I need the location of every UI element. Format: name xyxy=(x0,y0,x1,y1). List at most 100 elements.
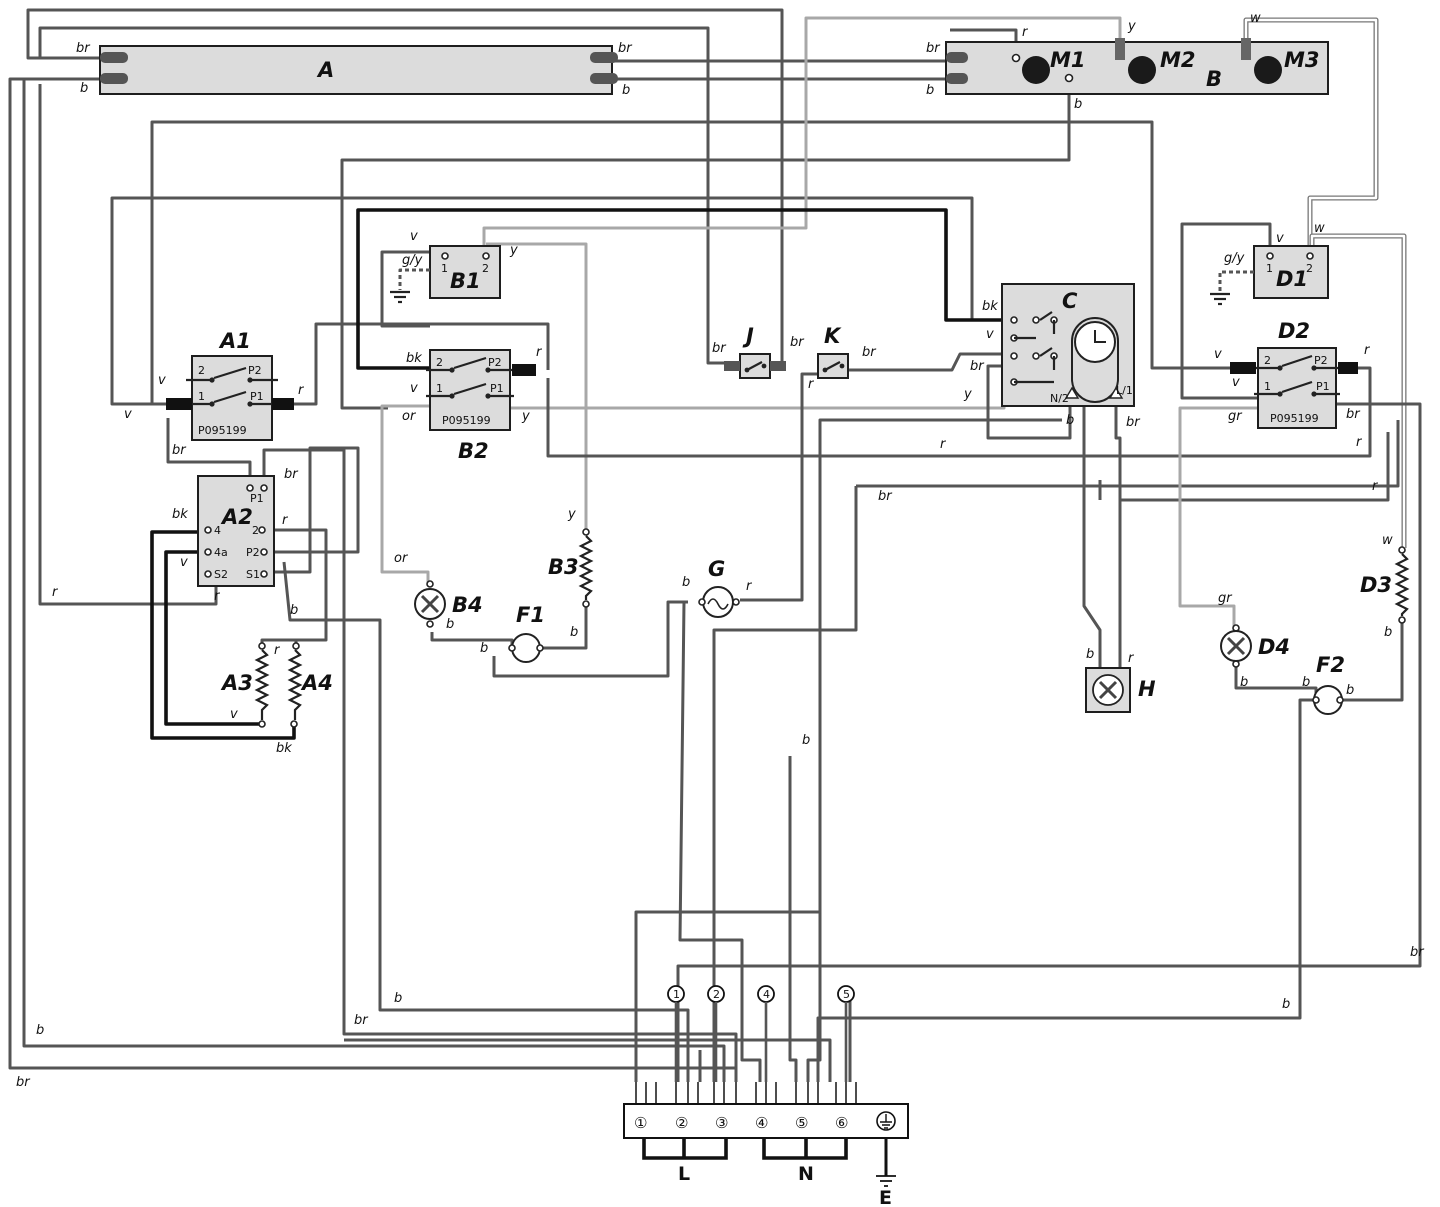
svg-text:S1: S1 xyxy=(246,568,260,581)
label-d4: D4 xyxy=(1258,635,1290,659)
switch-k: K xyxy=(817,324,849,379)
svg-text:2: 2 xyxy=(1264,354,1271,367)
svg-text:P1: P1 xyxy=(250,492,264,505)
svg-text:br: br xyxy=(354,1013,369,1028)
svg-text:1: 1 xyxy=(1264,380,1271,393)
svg-text:b: b xyxy=(1240,675,1248,690)
svg-text:r: r xyxy=(214,589,221,604)
svg-text:④: ④ xyxy=(755,1114,768,1132)
label-d3: D3 xyxy=(1360,573,1392,597)
svg-text:bk: bk xyxy=(406,351,422,366)
label-a4: A4 xyxy=(300,671,333,695)
svg-text:2: 2 xyxy=(252,524,259,537)
label-b1: B1 xyxy=(450,269,481,293)
svg-text:P1: P1 xyxy=(250,390,264,403)
element-a: A xyxy=(99,45,618,95)
switch-d1: 1 2 D1 xyxy=(1210,245,1329,306)
svg-text:r: r xyxy=(282,513,289,528)
svg-text:r: r xyxy=(1128,651,1135,666)
svg-text:br: br xyxy=(76,41,91,56)
svg-text:S2: S2 xyxy=(214,568,228,581)
svg-text:g/y: g/y xyxy=(1224,251,1245,266)
label-j: J xyxy=(742,324,754,348)
svg-text:b: b xyxy=(36,1023,44,1038)
svg-text:v: v xyxy=(986,327,994,342)
lamp-g: G xyxy=(698,557,740,618)
heater-b3: B3 xyxy=(548,528,594,608)
svg-text:1: 1 xyxy=(198,390,205,403)
svg-text:1: 1 xyxy=(673,988,680,1001)
svg-text:⑥: ⑥ xyxy=(835,1114,848,1132)
svg-text:r: r xyxy=(536,345,543,360)
svg-text:gr: gr xyxy=(1228,409,1243,424)
svg-text:②: ② xyxy=(675,1114,688,1132)
svg-text:w: w xyxy=(1250,11,1261,26)
svg-text:b: b xyxy=(80,81,88,96)
m2-indicator xyxy=(1128,56,1156,84)
svg-text:v: v xyxy=(180,555,188,570)
svg-text:or: or xyxy=(394,551,409,566)
svg-text:b: b xyxy=(1302,675,1310,690)
switch-a1: 2 P2 1 P1 P095199 A1 xyxy=(166,329,294,441)
label-b3: B3 xyxy=(548,555,579,579)
svg-text:br: br xyxy=(284,467,299,482)
svg-text:r: r xyxy=(52,585,59,600)
svg-text:gr: gr xyxy=(1218,591,1233,606)
svg-text:w: w xyxy=(1382,533,1393,548)
svg-text:r: r xyxy=(1356,435,1363,450)
svg-text:2: 2 xyxy=(482,262,489,275)
fan-d4: D4 xyxy=(1220,624,1290,668)
m1-indicator xyxy=(1022,56,1050,84)
svg-text:2: 2 xyxy=(1306,262,1313,275)
svg-text:b: b xyxy=(446,617,454,632)
svg-text:v: v xyxy=(158,373,166,388)
svg-text:b: b xyxy=(394,991,402,1006)
label-h: H xyxy=(1138,677,1156,701)
svg-text:P2: P2 xyxy=(248,364,262,377)
svg-text:①: ① xyxy=(634,1114,647,1132)
svg-text:P2: P2 xyxy=(246,546,260,559)
fan-h: H xyxy=(1085,667,1156,713)
svg-text:b: b xyxy=(926,83,934,98)
switch-a2: P1 4 2 4a P2 S2 S1 A2 xyxy=(197,475,275,587)
label-k: K xyxy=(824,324,842,348)
label-e: E xyxy=(879,1187,892,1207)
svg-text:br: br xyxy=(862,345,877,360)
svg-text:2: 2 xyxy=(713,988,720,1001)
heater-a3-a4: A3 A4 xyxy=(220,642,333,728)
label-f1: F1 xyxy=(516,603,545,627)
svg-text:r: r xyxy=(274,643,281,658)
label-b2: B2 xyxy=(458,439,489,463)
svg-text:br: br xyxy=(790,335,805,350)
svg-text:4a: 4a xyxy=(214,546,228,559)
svg-text:1: 1 xyxy=(436,382,443,395)
svg-text:P2: P2 xyxy=(488,356,502,369)
label-a3: A3 xyxy=(220,671,253,695)
svg-text:v: v xyxy=(1276,231,1284,246)
svg-text:N/2: N/2 xyxy=(1050,392,1069,405)
fan-b4: B4 xyxy=(414,580,483,628)
svg-text:v: v xyxy=(410,229,418,244)
svg-text:4: 4 xyxy=(214,524,221,537)
svg-text:4: 4 xyxy=(763,988,770,1001)
svg-text:y: y xyxy=(509,243,518,258)
svg-text:b: b xyxy=(1074,97,1082,112)
label-g: G xyxy=(708,557,725,581)
svg-text:2: 2 xyxy=(436,356,443,369)
m3-indicator xyxy=(1254,56,1282,84)
switch-j: J xyxy=(724,324,786,379)
svg-text:r: r xyxy=(1364,343,1371,358)
lamp-f1: F1 xyxy=(508,603,545,663)
label-d1: D1 xyxy=(1276,267,1308,291)
element-b: M1 M2 M3 B xyxy=(945,38,1329,95)
svg-text:br: br xyxy=(618,41,633,56)
label-l: L xyxy=(678,1163,690,1185)
svg-text:y: y xyxy=(1127,19,1136,34)
label-n: N xyxy=(798,1163,814,1185)
svg-text:br: br xyxy=(1346,407,1361,422)
svg-text:P1: P1 xyxy=(490,382,504,395)
svg-text:5: 5 xyxy=(843,988,850,1001)
svg-text:bk: bk xyxy=(172,507,188,522)
svg-text:v: v xyxy=(230,707,238,722)
timer-c: N/2 L/1 C xyxy=(1001,283,1135,407)
